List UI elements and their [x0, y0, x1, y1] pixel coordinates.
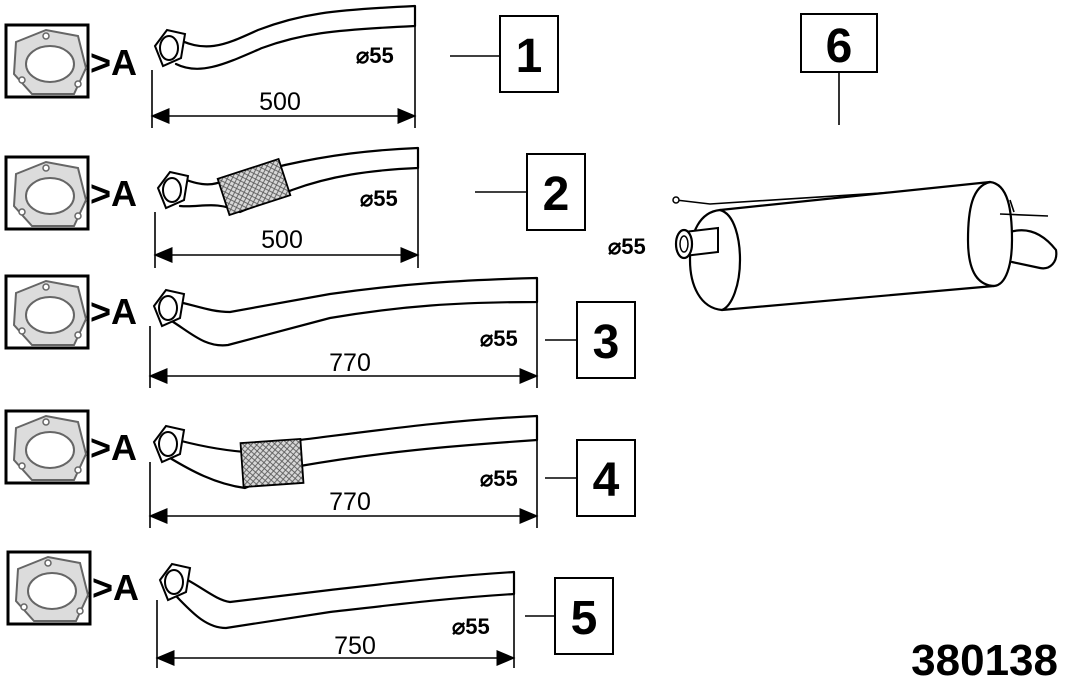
front-pipe-5	[155, 563, 516, 668]
diameter-label: ⌀55	[356, 43, 394, 68]
part-number: 6	[826, 20, 853, 73]
part-6-group: 6 ⌀55	[608, 13, 1058, 312]
gasket-icon	[6, 550, 92, 626]
diameter-label: ⌀55	[480, 466, 518, 491]
part-number: 5	[571, 592, 598, 645]
gasket-reference: >A	[90, 173, 137, 214]
part-1-row: >A 500 ⌀55 1	[4, 4, 559, 128]
gasket-reference: >A	[90, 427, 137, 468]
front-pipe-1	[150, 4, 417, 128]
gasket-reference: >A	[92, 567, 139, 608]
part-number-box	[576, 439, 636, 517]
rear-silencer	[672, 180, 1058, 312]
length-label: 500	[261, 226, 303, 254]
front-pipe-2	[153, 146, 420, 268]
part-number-box	[800, 13, 878, 73]
part-4-row: >A 770 ⌀55 4	[4, 409, 636, 528]
part-5-row: >A 750 ⌀55 5	[6, 550, 614, 668]
part-number: 2	[543, 168, 570, 221]
part-2-row: >A 500 ⌀55 2	[4, 146, 586, 268]
flex-bellows	[216, 157, 292, 217]
length-label: 770	[329, 488, 371, 516]
flex-bellows	[239, 438, 305, 488]
gasket-reference: >A	[90, 42, 137, 83]
part-number-box	[499, 15, 559, 93]
diameter-label: ⌀55	[608, 234, 646, 259]
part-number: 1	[516, 30, 543, 83]
gasket-icon	[4, 23, 90, 99]
diameter-label: ⌀55	[360, 186, 398, 211]
length-label: 750	[334, 632, 376, 660]
gasket-icon	[4, 409, 90, 485]
part-3-row: >A 770 ⌀55 3	[4, 274, 636, 388]
length-label: 770	[329, 349, 371, 377]
front-pipe-4	[148, 414, 539, 528]
part-number: 4	[593, 454, 620, 507]
gasket-icon	[4, 155, 90, 231]
part-number-box	[576, 301, 636, 379]
diagram-reference-number: 380138	[911, 636, 1058, 681]
length-label: 500	[259, 88, 301, 116]
diameter-label: ⌀55	[480, 326, 518, 351]
part-number: 3	[593, 316, 620, 369]
front-pipe-3	[148, 276, 539, 388]
gasket-icon	[4, 274, 90, 350]
part-number-box	[554, 577, 614, 655]
part-number-box	[526, 153, 586, 231]
gasket-reference: >A	[90, 291, 137, 332]
diameter-label: ⌀55	[452, 614, 490, 639]
